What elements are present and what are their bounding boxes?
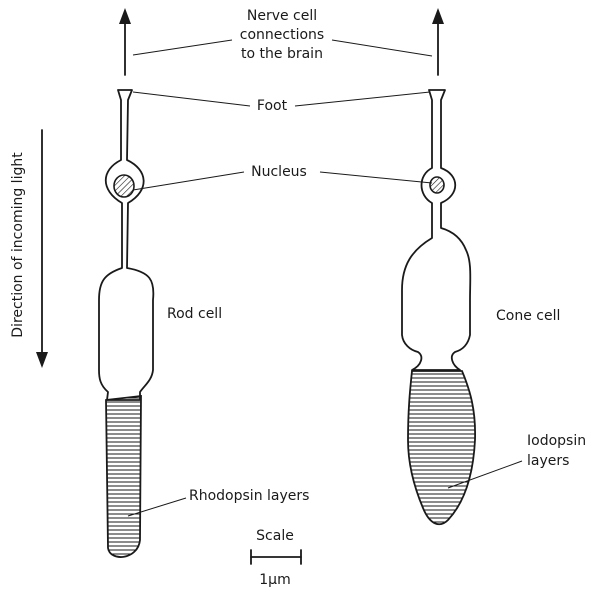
rod-nucleus <box>114 175 134 197</box>
nerve-label-line2: connections <box>240 27 324 43</box>
rod-up-arrow <box>119 8 131 75</box>
nucleus-leader-right <box>320 172 432 183</box>
rhodopsin-label: Rhodopsin layers <box>189 488 309 504</box>
scale-title: Scale <box>256 528 294 544</box>
nerve-leader-left <box>133 40 232 55</box>
scale-value: 1μm <box>259 572 290 588</box>
scale-bar <box>251 550 301 564</box>
cone-cell-drawing <box>402 90 475 524</box>
nerve-leader-right <box>332 40 432 56</box>
direction-label: Direction of incoming light <box>10 152 26 338</box>
light-direction-arrow <box>36 130 48 368</box>
rod-outer-segment <box>106 396 141 557</box>
rod-cell-label: Rod cell <box>167 306 222 322</box>
cone-outer-segment <box>408 371 475 524</box>
foot-leader-left <box>133 92 250 106</box>
cone-nucleus <box>430 177 444 193</box>
cone-up-arrow <box>432 8 444 75</box>
iodopsin-label-line1: Iodopsin <box>527 433 586 449</box>
nucleus-label: Nucleus <box>251 164 307 180</box>
rod-cell-drawing <box>99 90 153 557</box>
nerve-label-line1: Nerve cell <box>247 8 317 24</box>
nucleus-leader-left <box>133 172 244 190</box>
foot-label: Foot <box>257 98 288 114</box>
iodopsin-label-line2: layers <box>527 453 569 469</box>
foot-leader-right <box>295 92 430 106</box>
nerve-label-line3: to the brain <box>241 46 323 62</box>
cone-cell-label: Cone cell <box>496 308 560 324</box>
